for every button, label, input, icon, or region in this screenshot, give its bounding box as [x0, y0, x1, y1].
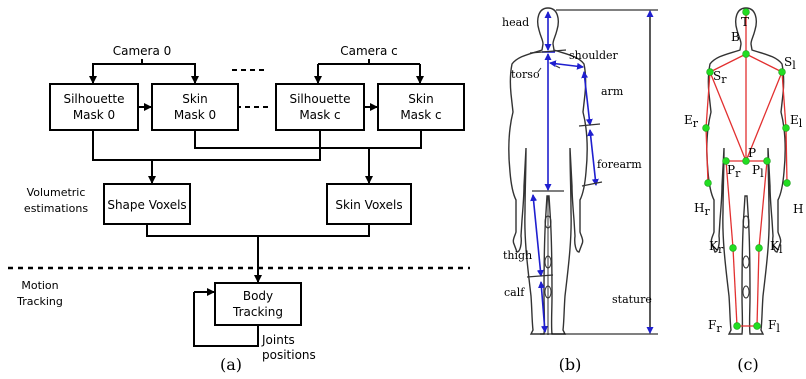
joint-Fl	[754, 323, 761, 330]
label-El: E	[790, 113, 799, 127]
label-shoulder: shoulder	[569, 49, 619, 62]
joint-B	[743, 51, 750, 58]
silhouette-mask-0-line1: Silhouette	[63, 92, 124, 106]
label-stature: stature	[612, 293, 652, 306]
body-tracking-line2: Tracking	[232, 305, 283, 319]
silhouette-mask-0-line2: Mask 0	[73, 108, 115, 122]
skin-mask-0-box	[152, 84, 238, 130]
caption-a: (a)	[220, 355, 242, 374]
caption-b: (b)	[559, 355, 582, 374]
svg-text:El: El	[790, 113, 803, 130]
volumetric-label-line2: estimations	[24, 202, 88, 215]
svg-text:Fl: Fl	[768, 318, 780, 335]
motion-label-line2: Tracking	[16, 295, 63, 308]
label-Er: E	[684, 113, 693, 127]
skin-mask-0-line1: Skin	[182, 92, 208, 106]
label-Pl: P	[752, 163, 760, 177]
label-forearm: forearm	[597, 158, 642, 171]
volumetric-label-line1: Volumetric	[27, 186, 86, 199]
joint-Hr	[705, 180, 712, 187]
svg-text:T: T	[741, 15, 749, 29]
camera-0-wires	[93, 59, 195, 82]
svg-text:H: H	[793, 202, 803, 216]
caption-c: (c)	[737, 355, 758, 374]
label-Pr: P	[727, 163, 735, 177]
joint-Sl	[779, 69, 786, 76]
joints-positions-line1: Joints	[261, 333, 295, 347]
label-Fr: F	[708, 318, 716, 332]
shape-voxels-label: Shape Voxels	[107, 198, 186, 212]
label-P: P	[748, 146, 756, 160]
skin-mask-c-line1: Skin	[408, 92, 434, 106]
joint-Kr	[730, 245, 737, 252]
svg-text:B: B	[731, 30, 740, 44]
skeleton-panel: T B Sr Sl Er El P Pr Pl Hr H Kr Kl Fr Fl	[684, 8, 803, 335]
label-thigh: thigh	[503, 249, 532, 262]
camera-0-label: Camera 0	[113, 44, 172, 58]
label-B: B	[731, 30, 740, 44]
joints-positions-line2: positions	[262, 348, 316, 362]
label-Sr-sub: r	[721, 73, 727, 86]
joint-Fr	[734, 323, 741, 330]
label-Fl: F	[768, 318, 776, 332]
forearm-measure	[590, 130, 596, 185]
silhouette-mask-c-line1: Silhouette	[289, 92, 350, 106]
label-H: H	[793, 202, 803, 216]
label-Sl-sub: l	[792, 59, 796, 72]
silhouette-merge-wire	[93, 130, 320, 160]
label-torso: torso	[511, 68, 540, 81]
motion-label-line1: Motion	[21, 279, 58, 292]
label-calf: calf	[504, 286, 525, 299]
label-Er-sub: r	[693, 117, 699, 130]
svg-text:Sl: Sl	[784, 55, 796, 72]
skin-mask-c-box	[378, 84, 464, 130]
joint-Pl	[764, 158, 771, 165]
label-Hr: H	[694, 201, 704, 215]
label-arm: arm	[601, 85, 624, 98]
label-Hr-sub: r	[704, 205, 710, 218]
label-Pr-sub: r	[735, 167, 741, 180]
joint-El	[783, 125, 790, 132]
camera-c-label: Camera c	[340, 44, 398, 58]
svg-text:Kr: Kr	[709, 239, 724, 256]
svg-text:Fr: Fr	[708, 318, 722, 335]
label-Sl: S	[784, 55, 792, 69]
label-Fr-sub: r	[716, 322, 722, 335]
svg-text:P: P	[748, 146, 756, 160]
voxels-merge-wire	[147, 224, 369, 236]
skin-merge-wire	[195, 130, 421, 148]
flowchart-panel: Camera 0 Camera c Silhouette Mask 0 Skin…	[8, 44, 470, 362]
label-Fl-sub: l	[776, 322, 780, 335]
skin-mask-c-line2: Mask c	[400, 108, 441, 122]
joint-Er	[703, 125, 710, 132]
label-El-sub: l	[799, 117, 803, 130]
joint-H	[784, 180, 791, 187]
skin-voxels-label: Skin Voxels	[335, 198, 402, 212]
silhouette-mask-0-box	[50, 84, 138, 130]
label-Sr: S	[713, 69, 721, 83]
label-Kr-sub: r	[718, 243, 724, 256]
label-Pl-sub: l	[760, 167, 764, 180]
svg-text:Hr: Hr	[694, 201, 710, 218]
silhouette-mask-c-line2: Mask c	[299, 108, 340, 122]
label-head: head	[502, 16, 529, 29]
label-T: T	[741, 15, 749, 29]
body-tracking-line1: Body	[243, 289, 273, 303]
svg-text:Er: Er	[684, 113, 699, 130]
silhouette-mask-c-box	[276, 84, 364, 130]
joint-Kl	[756, 245, 763, 252]
skin-mask-0-line2: Mask 0	[174, 108, 216, 122]
measurements-panel: head shoulder torso arm forearm thigh ca…	[502, 8, 658, 335]
label-Kl-sub: l	[779, 243, 783, 256]
